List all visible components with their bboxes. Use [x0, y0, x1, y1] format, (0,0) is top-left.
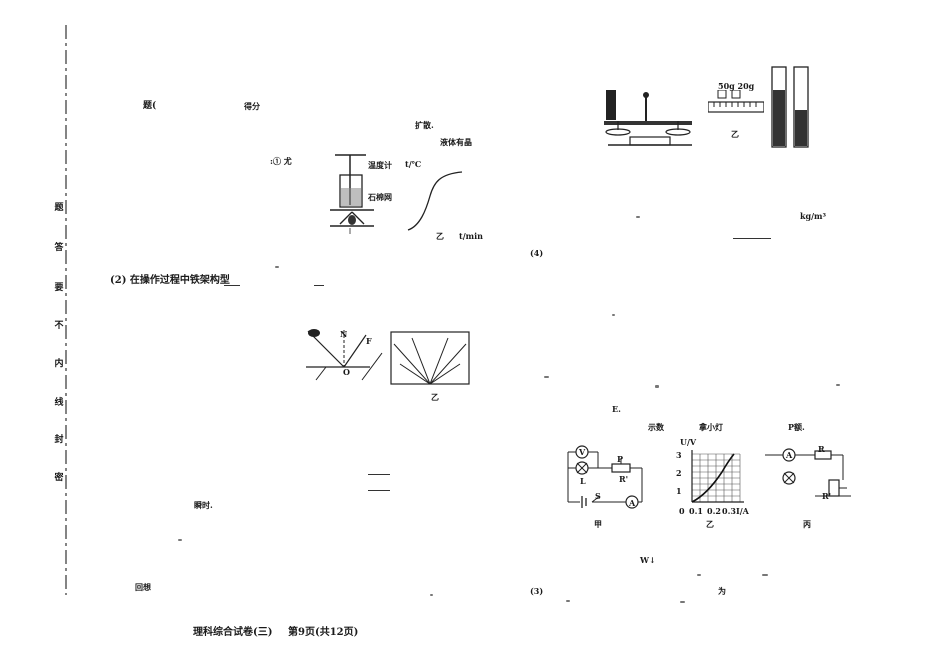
- rheostat-symbol: R': [619, 474, 629, 484]
- binding-char: 密: [53, 470, 65, 483]
- text-instant: 瞬时.: [194, 500, 213, 510]
- scan-speck: [275, 266, 279, 268]
- graph-x-label: I/A: [736, 506, 749, 516]
- figure-caption-jia: 甲: [594, 519, 602, 529]
- scan-speck: [430, 594, 433, 596]
- scan-speck: [836, 384, 840, 386]
- scan-speck: [762, 574, 768, 576]
- binding-char: 题: [53, 200, 65, 213]
- binding-char: 不: [53, 318, 65, 331]
- measuring-cylinders: [771, 66, 809, 148]
- density-unit: kg/m³: [800, 211, 827, 221]
- scan-speck: [178, 539, 182, 541]
- part-3-label: (3): [530, 586, 544, 596]
- y-tick: 1: [676, 486, 682, 496]
- scan-speck: [544, 376, 549, 378]
- voltmeter-symbol: V: [579, 447, 586, 457]
- y-tick: 2: [676, 468, 682, 478]
- temperature-curve: [407, 171, 463, 231]
- text-wei: 为: [718, 586, 726, 596]
- figure-caption-yi: 乙: [436, 231, 444, 241]
- y-tick: 3: [676, 450, 682, 460]
- answer-blank: [368, 474, 390, 475]
- weights-and-ruler: [708, 90, 764, 113]
- weights-label: 50g 20g: [718, 81, 755, 91]
- binding-char: 线: [53, 395, 65, 408]
- binding-margin: [48, 25, 70, 595]
- question-prefix: 题(: [143, 101, 157, 111]
- ammeter-symbol: A: [629, 498, 636, 508]
- switch-symbol: S: [595, 491, 601, 501]
- x-tick: 0.1: [689, 506, 703, 516]
- scan-speck: [566, 600, 570, 602]
- q2-label: (2) 在操作过程中铁架构型: [110, 275, 230, 286]
- energy-label: W↓: [640, 555, 656, 565]
- text-diffusion: 扩散.: [415, 120, 434, 130]
- footer-page-info: 第9页(共12页): [288, 627, 359, 638]
- time-axis-label: t/min: [459, 231, 483, 241]
- binding-char: 内: [53, 356, 65, 369]
- scan-speck: [680, 601, 685, 603]
- figure-caption-bing: 丙: [803, 519, 811, 529]
- slider-symbol: P: [617, 454, 624, 464]
- scan-speck: [655, 385, 659, 388]
- figure-caption-yi: 乙: [431, 392, 439, 402]
- text-crystal: 液体有晶: [440, 137, 472, 147]
- o-label: O: [343, 367, 350, 377]
- binding-char: 答: [53, 240, 65, 253]
- balance-scale-figure: [604, 90, 692, 146]
- figure-caption-yi: 乙: [706, 519, 714, 529]
- x-tick: 0: [679, 506, 685, 516]
- lamp-symbol: L: [580, 476, 586, 486]
- scan-speck: [636, 216, 640, 218]
- x-tick: 0.3: [722, 506, 736, 516]
- answer-blank: [368, 490, 390, 491]
- q1-marker: :① 尤: [270, 156, 292, 166]
- temp-axis-label: t/℃: [405, 159, 422, 169]
- resistor-symbol: R: [818, 444, 825, 454]
- thermometer-label: 温度计: [368, 160, 392, 170]
- score-label: 得分: [244, 101, 260, 111]
- reading-label: 示数: [648, 422, 664, 432]
- text-recall: 回想: [135, 582, 151, 592]
- part-4-label: (4): [530, 248, 544, 258]
- answer-blank: [224, 285, 240, 286]
- r-prime-symbol: R': [822, 491, 832, 501]
- scan-speck: [612, 314, 615, 316]
- circuit-bing: [765, 448, 851, 497]
- ray-diagram: [390, 331, 470, 385]
- scan-speck: [697, 574, 701, 576]
- answer-blank: [314, 285, 324, 286]
- rated-power-label: P额.: [788, 422, 805, 432]
- normal-label: N: [340, 329, 348, 339]
- circuit-jia: [567, 445, 643, 509]
- binding-char: 封: [53, 432, 65, 445]
- ammeter-symbol: A: [786, 450, 793, 460]
- asbestos-net-label: 石棉网: [368, 192, 392, 202]
- binding-char: 要: [53, 280, 65, 293]
- footer-title: 理科综合试卷(三): [193, 627, 273, 638]
- small-lamp-label: 拿小灯: [699, 422, 723, 432]
- answer-blank: [733, 238, 771, 239]
- figure-caption-yi: 乙: [731, 129, 739, 139]
- iv-graph: [691, 450, 744, 503]
- e-label: E.: [612, 404, 621, 414]
- x-tick: 0.2: [707, 506, 721, 516]
- graph-y-label: U/V: [680, 437, 697, 447]
- heating-apparatus-figure: [330, 154, 374, 234]
- f-label: F: [366, 336, 372, 346]
- reflection-figure: [306, 329, 383, 381]
